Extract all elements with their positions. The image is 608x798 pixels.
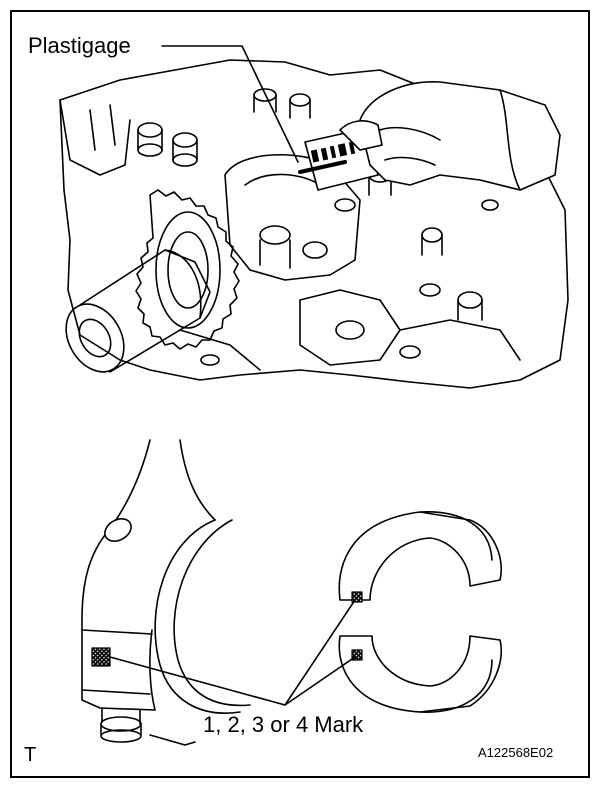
plastigage-label: Plastigage	[28, 33, 131, 58]
technician-hand	[339, 81, 561, 191]
crankshaft-sprocket	[135, 189, 240, 350]
mark-leader-lines	[109, 599, 356, 706]
crankshaft-nose	[65, 249, 211, 373]
engine-block-illustration	[59, 59, 569, 389]
bearing-shells	[338, 511, 502, 713]
bearing-mark-label: 1, 2, 3 or 4 Mark	[203, 712, 364, 737]
figure-id: A122568E02	[478, 745, 554, 760]
connecting-rod-illustration	[81, 439, 251, 746]
plastigage-leader-line	[161, 45, 299, 163]
corner-letter: T	[24, 744, 37, 766]
